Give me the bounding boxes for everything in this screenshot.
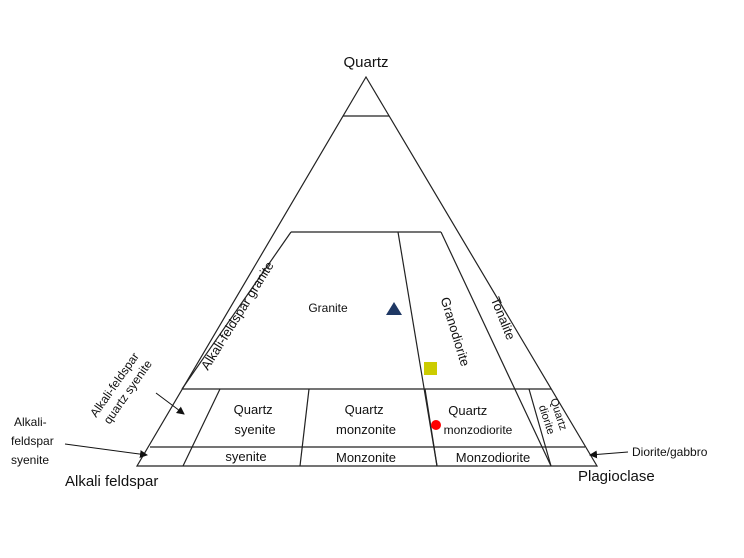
boundary-monzodiorite-diorite [528,388,552,467]
field-monzodiorite-label: Monzodiorite [456,450,530,465]
field-quartz-monzodiorite-label: Quartz monzodiorite [444,402,513,437]
field-granodiorite-label: Granodiorite [438,295,473,368]
field-monzonite-label: Monzonite [336,450,396,465]
vertex-plagioclase-label: Plagioclase [578,468,655,485]
callout-alkali-feldspar-syenite-label: Alkali- feldspar syenite [11,415,57,467]
boundary-monzonite-monzodiorite [424,388,438,467]
field-syenite-label: syenite [225,449,266,464]
field-quartz-monzonite-label: Quartz monzonite [336,402,396,437]
boundary-granodiorite-tonalite [440,231,552,467]
field-granite-label: Granite [308,301,348,315]
field-alkali-feldspar-granite-label: Alkali-feldspar granite [198,259,277,373]
sample-marker-square [424,362,437,375]
sample-marker-triangle [386,302,402,315]
callout-arrow-diorite-gabbro [589,450,629,459]
vertex-quartz-label: Quartz [343,54,388,71]
sample-marker-circle [431,420,441,430]
field-tonalite-label: Tonalite [488,295,519,342]
qap-triangle-outline [135,75,599,467]
callout-arrow-quartz-syenite [155,392,185,415]
boundary-alkali-feldspar-granite [181,231,292,390]
boundary-syenite-left [182,388,221,467]
callout-diorite-gabbro-label: Diorite/gabbro [632,445,708,459]
field-quartz-syenite-label: Quartz syenite [234,402,277,437]
field-quartz-diorite-label: Quartz diorite [535,397,570,439]
callout-alkali-feldspar-quartz-syenite-label: Alkali-feldspar quartz syenite [87,347,156,428]
callout-arrow-alkali-feldspar-syenite [64,443,148,459]
vertex-alkali-feldspar-label: Alkali feldspar [65,473,158,490]
boundary-syenite-monzonite [299,388,310,467]
